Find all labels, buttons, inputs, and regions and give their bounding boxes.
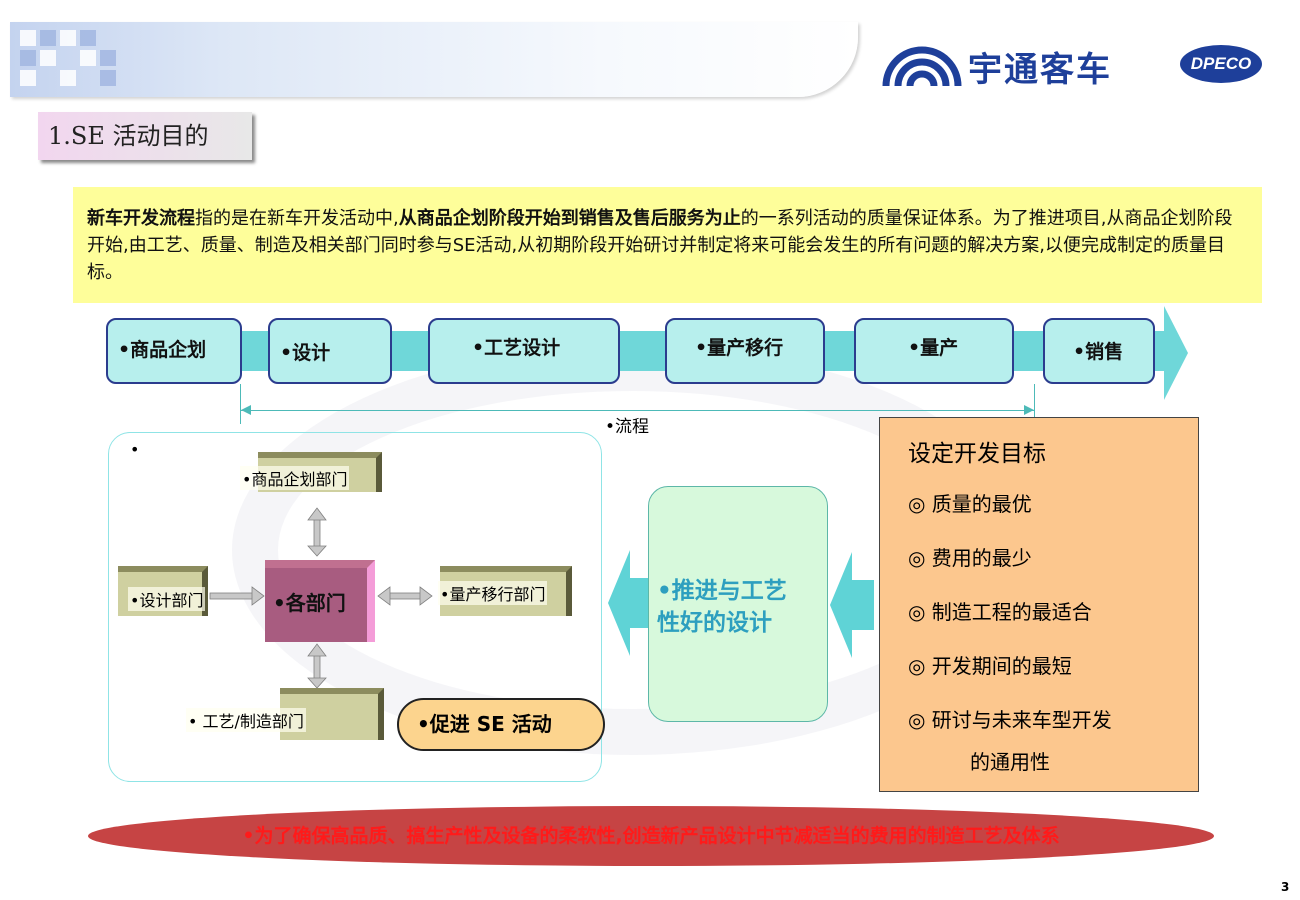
page-number: 3 bbox=[1281, 880, 1290, 894]
header-banner bbox=[10, 22, 858, 97]
stage-mass-production: •量产 bbox=[854, 318, 1014, 384]
goals-title: 设定开发目标 bbox=[908, 441, 1046, 467]
intro-paragraph: 新车开发流程指的是在新车开发活动中,从商品企划阶段开始到销售及售后服务为止的一系… bbox=[73, 187, 1262, 303]
section-title: 1.SE 活动目的 bbox=[38, 112, 252, 160]
process-arrow-head bbox=[1164, 306, 1188, 400]
dept-mass-production-transfer: •量产移行部门 bbox=[438, 581, 548, 605]
intro-term: 新车开发流程 bbox=[87, 208, 195, 229]
goal-item: ◎ 质量的最优 bbox=[908, 492, 1032, 516]
left-arrow-icon bbox=[830, 552, 874, 658]
departments-box bbox=[108, 432, 602, 782]
flow-label: •流程 bbox=[605, 417, 650, 437]
stage-sales: •销售 bbox=[1043, 318, 1155, 384]
goal-item: ◎ 开发期间的最短 bbox=[908, 654, 1072, 678]
intro-text-2: 的一系列活动的质量保证体系。为了推进项目,从商品企划阶段开始,由工艺、质量、制造… bbox=[87, 208, 1233, 283]
goal-item: ◎ 费用的最少 bbox=[908, 546, 1032, 570]
dept-process-manufacturing: • 工艺/制造部门 bbox=[186, 708, 306, 732]
development-goals-box: 设定开发目标 ◎ 质量的最优 ◎ 费用的最少 ◎ 制造工程的最适合 ◎ 开发期间… bbox=[879, 417, 1199, 792]
dept-design: •设计部门 bbox=[128, 587, 206, 611]
design-for-manufacturability-box: •推进与工艺 性好的设计 bbox=[648, 486, 828, 722]
horizontal-double-arrow-right bbox=[377, 586, 433, 606]
right-arrow-design bbox=[209, 586, 265, 606]
goal-item: ◎ 制造工程的最适合 bbox=[908, 600, 1092, 624]
goal-item: ◎ 研讨与未来车型开发 bbox=[908, 708, 1112, 732]
vertical-double-arrow-top bbox=[307, 507, 327, 557]
mid-box-line-2: 性好的设计 bbox=[657, 610, 772, 636]
yutong-logo-icon bbox=[882, 46, 962, 87]
flow-span-line bbox=[240, 410, 1035, 411]
vertical-double-arrow-bottom bbox=[307, 643, 327, 689]
partner-logo: DPECO bbox=[1180, 45, 1262, 83]
stage-process-design: •工艺设计 bbox=[428, 318, 620, 384]
flow-span-right-arrow bbox=[1024, 405, 1034, 415]
promote-se-activity-oval: •促进 SE 活动 bbox=[397, 698, 605, 751]
departments-bullet: • bbox=[130, 440, 140, 459]
intro-text-1: 指的是在新车开发活动中, bbox=[195, 208, 399, 229]
all-departments-box: •各部门 bbox=[265, 560, 375, 642]
department-connectors bbox=[209, 507, 433, 689]
dept-product-planning: •商品企划部门 bbox=[240, 466, 350, 490]
stage-product-planning: •商品企划 bbox=[106, 318, 242, 384]
goal-item-continuation: 的通用性 bbox=[970, 750, 1050, 774]
bottom-summary-banner: •为了确保高品质、搞生产性及设备的柔软性,创造新产品设计中节减适当的费用的制造工… bbox=[88, 806, 1214, 866]
flow-span-left-arrow bbox=[241, 405, 251, 415]
flow-span-right-tick bbox=[1034, 384, 1035, 424]
flow-span-left-tick bbox=[240, 384, 241, 424]
mid-box-line-1: •推进与工艺 bbox=[657, 578, 787, 604]
left-arrow-icon bbox=[608, 550, 652, 656]
intro-scope: 从商品企划阶段开始到销售及售后服务为止 bbox=[398, 208, 741, 229]
stage-design: •设计 bbox=[268, 318, 392, 384]
stage-mass-production-transfer: •量产移行 bbox=[665, 318, 825, 384]
company-logo-text: 宇通客车 bbox=[968, 50, 1112, 90]
